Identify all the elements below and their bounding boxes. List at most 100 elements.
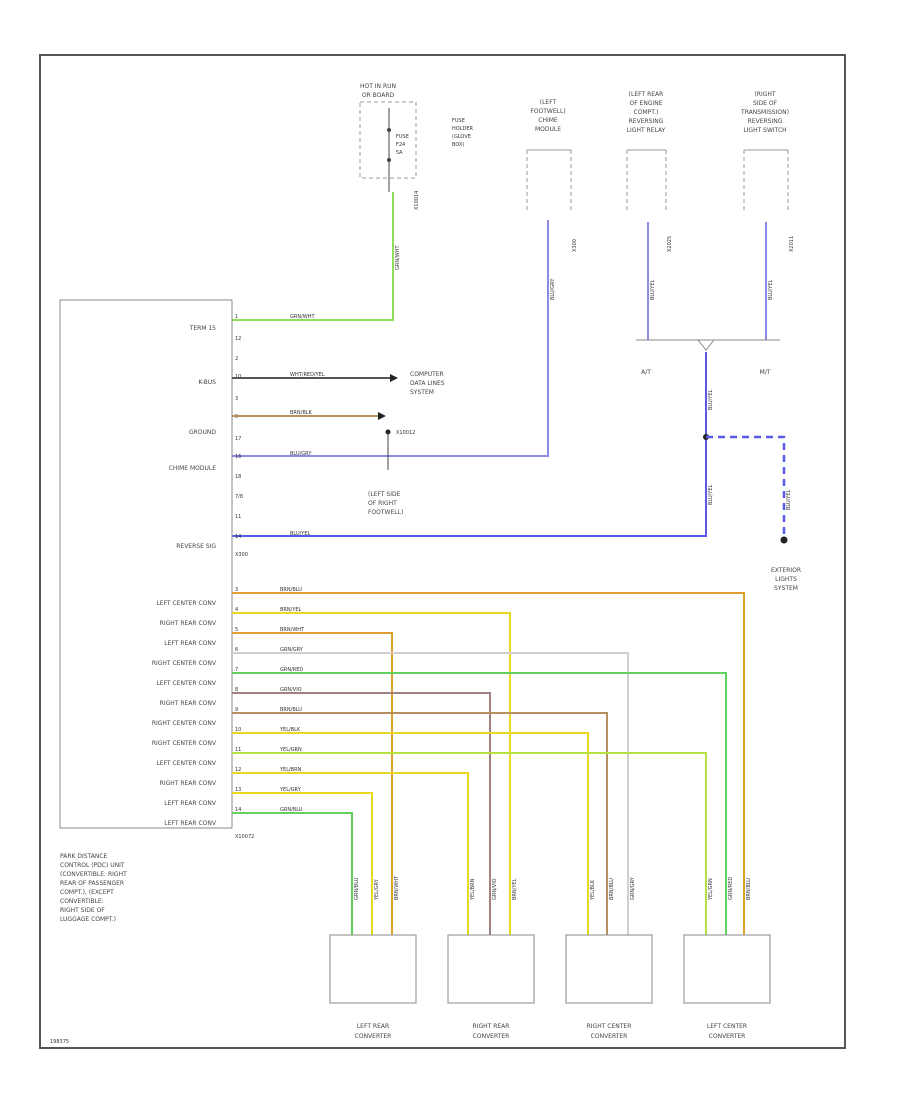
- at-label: A/T: [641, 369, 651, 376]
- sensor-row-pin: 4: [235, 607, 238, 613]
- relay-label: (LEFT REAR OF ENGINE COMPT.) REVERSING L…: [627, 91, 666, 134]
- sensor-row-pin: 3: [235, 587, 238, 593]
- wire-reverse-code-v1: BLU/YEL: [708, 389, 714, 410]
- sensor-wire-vertical-code: GRN/BLU: [354, 877, 360, 900]
- junction-split: [697, 339, 715, 351]
- sensor-row-wire-code: BRN/BLU: [280, 587, 302, 593]
- sensor-row-wire-code: GRN/RED: [280, 667, 303, 673]
- sensor-wire-vertical-code: YEL/GRN: [708, 878, 714, 901]
- svg-text:FUSE: FUSE: [396, 134, 409, 140]
- sensor-row-label: RIGHT CENTER CONV: [152, 720, 217, 727]
- connector-left-side: X300: [235, 552, 248, 558]
- svg-text:REAR OF PASSENGER: REAR OF PASSENGER: [60, 880, 124, 887]
- svg-text:CHIME MODULE: CHIME MODULE: [169, 465, 217, 472]
- diagram-frame: [39, 54, 846, 1049]
- sensor-wire-vertical-code: GRN/RED: [728, 877, 734, 900]
- wire-exterior-code-v: BLU/YEL: [786, 489, 792, 510]
- pin-term15: TERM 15 1 GRN/WHT: [189, 314, 316, 332]
- connector-relay: X2025: [667, 236, 673, 252]
- svg-text:(GLOVE: (GLOVE: [452, 134, 471, 140]
- sensor-row-label: LEFT REAR CONV: [164, 640, 217, 647]
- converter-right-rear-label: RIGHT REAR CONVERTER: [473, 1023, 510, 1040]
- sensor-row-pin: 13: [235, 787, 241, 793]
- connector-fuse-out: X10014: [414, 191, 420, 210]
- svg-text:BLU/YEL: BLU/YEL: [290, 531, 311, 537]
- svg-text:GROUND: GROUND: [189, 429, 216, 436]
- svg-text:(CONVERTIBLE: RIGHT: (CONVERTIBLE: RIGHT: [60, 871, 127, 878]
- pin-17: 17: [235, 436, 241, 442]
- svg-text:BRN/BLK: BRN/BLK: [290, 410, 313, 416]
- svg-text:REVERSE SIG: REVERSE SIG: [176, 543, 216, 550]
- svg-text:PARK DISTANCE: PARK DISTANCE: [60, 853, 108, 860]
- converter-right-center-box: [565, 934, 653, 1004]
- svg-text:OF ENGINE: OF ENGINE: [629, 100, 662, 107]
- sensor-wire: [232, 652, 629, 935]
- pin-18: 18: [235, 474, 241, 480]
- connector-switch: X2011: [789, 236, 795, 252]
- fuse-symbol: [387, 108, 391, 192]
- sensor-wire-vertical-code: GRN/VIO: [492, 878, 498, 900]
- footer-id: 198375: [50, 1039, 69, 1045]
- svg-text:COMPT.): COMPT.): [634, 109, 659, 116]
- sensor-row-label: RIGHT REAR CONV: [160, 780, 217, 787]
- svg-text:TRANSMISSION): TRANSMISSION): [740, 109, 789, 116]
- svg-text:(LEFT: (LEFT: [540, 99, 557, 106]
- svg-text:SIDE OF: SIDE OF: [753, 100, 778, 107]
- sensor-row-wire-code: GRN/GRY: [280, 647, 304, 653]
- wire-reverse-code-v2: BLU/YEL: [708, 484, 714, 505]
- sensor-row-pin: 12: [235, 767, 241, 773]
- sensor-row-pin: 14: [235, 807, 241, 813]
- sensor-wire-vertical-code: BRN/WHT: [394, 875, 400, 900]
- wire-switch-code-v: BLU/YEL: [768, 279, 774, 300]
- svg-text:OR BOARD: OR BOARD: [362, 92, 395, 99]
- svg-text:WHT/RED/YEL: WHT/RED/YEL: [290, 372, 325, 378]
- svg-text:LIGHT SWITCH: LIGHT SWITCH: [743, 127, 786, 134]
- sensor-wire: [232, 792, 373, 935]
- pin-12: 12: [235, 336, 241, 342]
- sensor-row-label: RIGHT REAR CONV: [160, 620, 217, 627]
- ground-symbol: [385, 429, 391, 470]
- svg-text:K-BUS: K-BUS: [198, 379, 216, 386]
- sensor-row-label: RIGHT CENTER CONV: [152, 740, 217, 747]
- chime-label: (LEFT FOOTWELL) CHIME MODULE: [530, 99, 565, 133]
- svg-text:RIGHT SIDE OF: RIGHT SIDE OF: [60, 907, 105, 914]
- sensor-wire: [232, 812, 353, 935]
- svg-text:LIGHTS: LIGHTS: [775, 576, 797, 583]
- converter-right-center-label: RIGHT CENTER CONVERTER: [587, 1023, 632, 1040]
- converters: LEFT REAR CONVERTER RIGHT REAR CONVERTER…: [329, 934, 771, 1040]
- svg-text:DATA LINES: DATA LINES: [410, 380, 445, 387]
- connector-chime: X300: [572, 239, 578, 252]
- svg-text:RIGHT REAR: RIGHT REAR: [473, 1023, 510, 1030]
- svg-text:BOX): BOX): [452, 142, 464, 148]
- sensor-wires: [232, 592, 745, 935]
- svg-text:EXTERIOR: EXTERIOR: [771, 567, 801, 574]
- converter-left-rear-label: LEFT REAR CONVERTER: [355, 1023, 392, 1040]
- sensor-wire-vertical-code: YEL/BLK: [590, 879, 596, 901]
- sensor-wire: [232, 592, 745, 935]
- svg-text:CONVERTER: CONVERTER: [709, 1033, 746, 1040]
- svg-text:(LEFT REAR: (LEFT REAR: [629, 91, 664, 98]
- fuse-box-dashed: [359, 101, 417, 179]
- sensor-wire: [232, 612, 511, 935]
- sensor-row-wire-code: BRN/WHT: [280, 627, 305, 633]
- sensor-row-label: LEFT REAR CONV: [164, 820, 217, 827]
- sensor-row-wire-code: GRN/VIO: [280, 687, 302, 693]
- svg-text:LEFT REAR: LEFT REAR: [357, 1023, 389, 1030]
- converter-left-rear-box: [329, 934, 417, 1004]
- kbus-arrow: [390, 374, 398, 382]
- exterior-lights-label: EXTERIOR LIGHTS SYSTEM: [771, 567, 801, 592]
- svg-text:COMPT.), (EXCEPT: COMPT.), (EXCEPT: [60, 889, 114, 896]
- sensor-row-pin: 8: [235, 687, 238, 693]
- svg-text:CHIME: CHIME: [538, 117, 558, 124]
- pin-chime: CHIME MODULE 16 BLU/GRY: [169, 451, 313, 472]
- svg-text:MODULE: MODULE: [535, 126, 561, 133]
- wire-reverse: [232, 352, 707, 537]
- svg-text:TERM 15: TERM 15: [189, 325, 217, 332]
- pin-ground: GROUND 9 BRN/BLK: [189, 410, 313, 436]
- sensor-row-wire-code: YEL/BRN: [279, 767, 302, 773]
- sensor-row-wire-code: GRN/BLU: [280, 807, 303, 813]
- svg-text:BLU/GRY: BLU/GRY: [290, 451, 312, 457]
- svg-text:FOOTWELL): FOOTWELL): [368, 509, 403, 516]
- svg-text:CONVERTER: CONVERTER: [355, 1033, 392, 1040]
